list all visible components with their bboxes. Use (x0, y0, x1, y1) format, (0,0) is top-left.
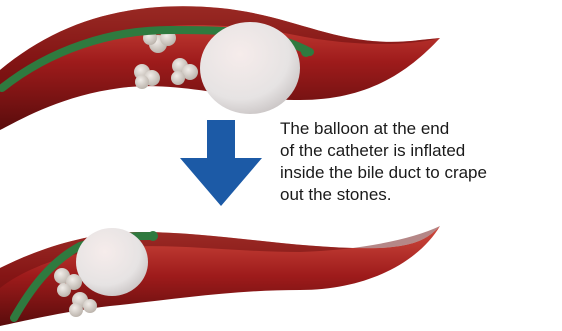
caption-line: out the stones. (280, 184, 560, 206)
caption-line: The balloon at the end (280, 118, 560, 140)
caption-line: inside the bile duct to crape (280, 162, 560, 184)
caption: The balloon at the end of the catheter i… (280, 118, 560, 206)
down-arrow-icon (180, 120, 262, 206)
catheter-tip (301, 47, 311, 57)
balloon-icon (200, 22, 300, 114)
balloon-icon (76, 228, 148, 296)
caption-line: of the catheter is inflated (280, 140, 560, 162)
catheter-tip (148, 231, 158, 241)
